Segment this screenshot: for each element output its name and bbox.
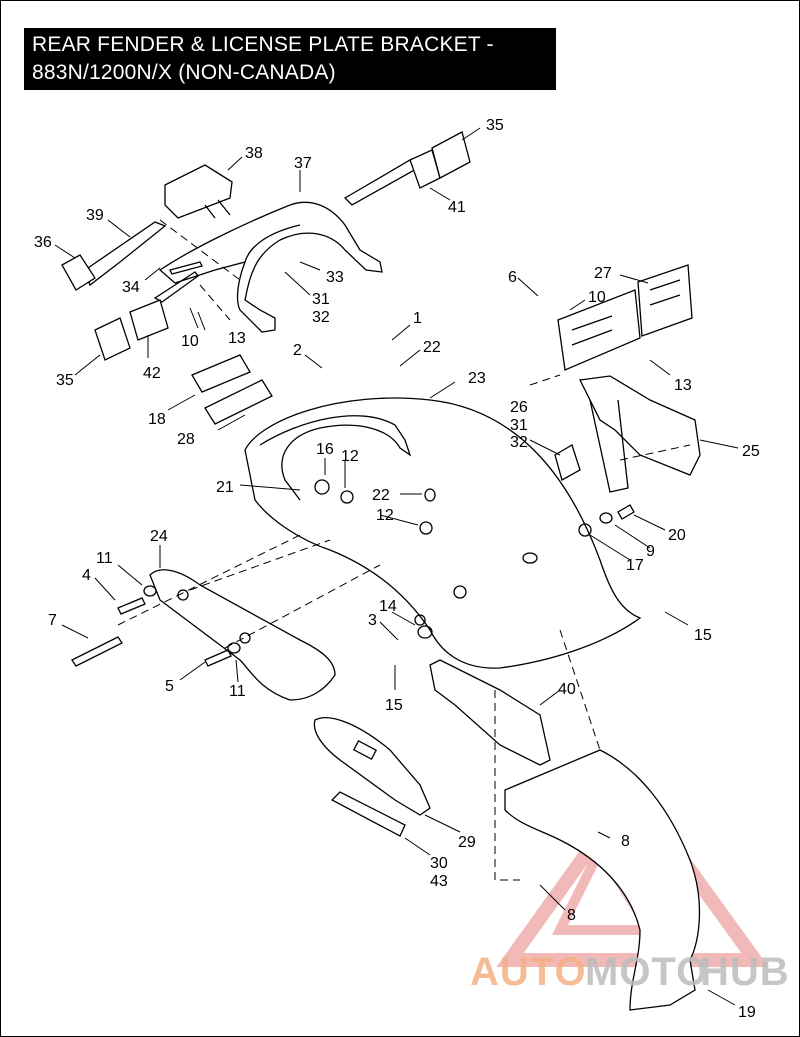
callout-32a: 32 <box>312 309 330 326</box>
callout-30: 30 <box>430 855 448 872</box>
callout-24: 24 <box>150 528 168 545</box>
callout-9: 9 <box>646 543 655 560</box>
part-28-pad <box>204 379 273 425</box>
callout-5: 5 <box>165 678 174 695</box>
watermark-wordmark: AUTO MOTO HUB <box>470 950 790 994</box>
callout-18: 18 <box>148 411 166 428</box>
callout-34: 34 <box>122 279 140 296</box>
callout-11b: 11 <box>229 683 246 700</box>
callout-10a: 10 <box>181 333 199 350</box>
callout-32b: 32 <box>510 434 528 451</box>
part-18-pad <box>191 354 251 393</box>
part-35-reflector <box>431 131 471 179</box>
part-25-bracket <box>579 375 701 493</box>
callout-25: 25 <box>742 443 760 460</box>
part-26-light <box>554 444 581 481</box>
callout-29: 29 <box>458 834 476 851</box>
part-42-reflector-mount <box>129 271 199 341</box>
part-37-bracket <box>158 201 383 333</box>
callout-2: 2 <box>293 342 302 359</box>
callout-16: 16 <box>316 441 334 458</box>
callout-40: 40 <box>558 681 576 698</box>
part-4-bolt <box>117 597 146 615</box>
callout-35b: 35 <box>56 372 74 389</box>
part-20-bolt <box>617 504 635 520</box>
callout-1: 1 <box>413 310 422 327</box>
callout-21: 21 <box>216 479 234 496</box>
callout-33: 33 <box>326 269 344 286</box>
callout-7: 7 <box>48 612 57 629</box>
part-30-pad <box>330 791 406 837</box>
part-34-strip <box>169 261 203 275</box>
callout-37: 37 <box>294 155 312 172</box>
watermark-part-2: MOTO <box>585 950 708 994</box>
part-40-bracket <box>429 659 551 766</box>
callout-22b: 22 <box>372 487 390 504</box>
callout-19: 19 <box>738 1004 756 1021</box>
part-38-reflector <box>164 164 233 219</box>
callout-17: 17 <box>626 557 644 574</box>
callout-36: 36 <box>34 234 52 251</box>
callout-15a: 15 <box>385 697 403 714</box>
callout-26: 26 <box>510 399 528 416</box>
part-7-bolt <box>71 636 123 667</box>
leader-lines <box>54 127 739 1006</box>
callout-13a: 13 <box>228 330 246 347</box>
callout-31a: 31 <box>312 291 330 308</box>
part-19-splash-guard <box>504 749 701 1011</box>
callout-22a: 22 <box>423 339 441 356</box>
callout-42: 42 <box>143 365 161 382</box>
callout-35a: 35 <box>486 117 504 134</box>
part-39-bracket <box>61 221 167 291</box>
part-23-rear-fender <box>244 397 642 669</box>
diagram-title: REAR FENDER & LICENSE PLATE BRACKET - 88… <box>24 28 556 90</box>
callout-15b: 15 <box>694 627 712 644</box>
callout-43: 43 <box>430 873 448 890</box>
callout-38: 38 <box>245 145 263 162</box>
part-29-bracket <box>313 717 431 816</box>
title-line-2: 883N/1200N/X (NON-CANADA) <box>32 61 336 84</box>
callout-8a: 8 <box>621 833 630 850</box>
callout-numbers: 35 38 37 41 39 36 34 33 31 32 10 13 35 4… <box>34 117 760 1021</box>
callout-13b: 13 <box>674 377 692 394</box>
callout-12a: 12 <box>341 448 359 465</box>
part-35-reflector-left <box>94 317 131 361</box>
callout-20: 20 <box>668 527 686 544</box>
callout-11a: 11 <box>96 550 113 567</box>
callout-41: 41 <box>448 199 466 216</box>
watermark-part-3: HUB <box>700 950 790 994</box>
part-27-license-bracket <box>557 264 693 371</box>
callout-10b: 10 <box>588 289 606 306</box>
part-24-side-bracket <box>149 569 336 701</box>
watermark-part-1: AUTO <box>470 950 587 994</box>
alignment-lines <box>117 219 691 881</box>
callout-6: 6 <box>508 269 517 286</box>
washers <box>143 479 613 654</box>
callout-27: 27 <box>594 265 612 282</box>
callout-12b: 12 <box>376 507 394 524</box>
callout-4: 4 <box>82 567 91 584</box>
part-41-reflector-mount <box>343 149 441 206</box>
callout-3: 3 <box>368 612 377 629</box>
callout-28: 28 <box>177 431 195 448</box>
callout-39: 39 <box>86 207 104 224</box>
part-5-bolt <box>204 649 232 667</box>
callout-31b: 31 <box>510 417 528 434</box>
title-line-1: REAR FENDER & LICENSE PLATE BRACKET - <box>32 33 494 56</box>
callout-23: 23 <box>468 370 486 387</box>
callout-8b: 8 <box>567 907 576 924</box>
callout-14: 14 <box>379 598 397 615</box>
